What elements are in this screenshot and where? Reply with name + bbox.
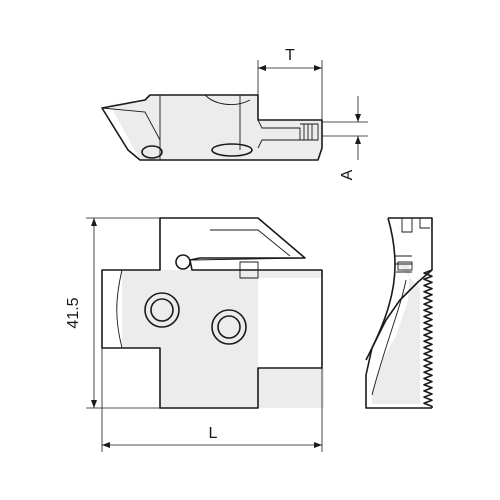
side-view <box>365 217 433 409</box>
dimension-l: L <box>101 348 323 452</box>
top-view <box>101 94 323 161</box>
dimension-a-label: A <box>339 169 356 180</box>
dimension-a: A <box>322 96 368 180</box>
serration-teeth <box>423 269 433 408</box>
dimension-t: T <box>257 47 323 120</box>
front-view <box>101 217 324 409</box>
dimension-l-label: L <box>209 425 218 442</box>
dimension-height-label: 41.5 <box>65 297 82 328</box>
dimension-t-label: T <box>285 47 295 64</box>
dimension-height: 41.5 <box>65 217 160 409</box>
